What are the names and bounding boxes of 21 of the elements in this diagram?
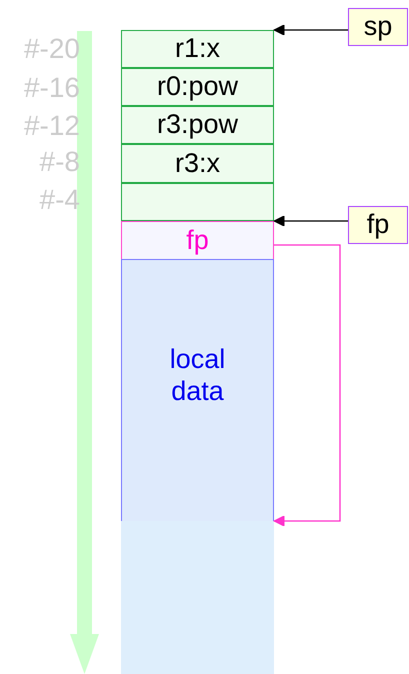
stack-slot xyxy=(121,144,274,183)
local-data-region xyxy=(121,259,274,522)
arrow xyxy=(274,216,348,226)
pointer-box xyxy=(348,206,408,244)
arrow xyxy=(274,244,341,526)
slot-label: r0:pow xyxy=(156,71,238,103)
stack-region xyxy=(121,521,274,674)
slot-label: sp xyxy=(364,11,392,43)
slot-label: fp xyxy=(186,224,209,256)
slot-label: fp xyxy=(366,209,390,241)
slot-label: r3:pow xyxy=(156,109,238,141)
stack-slot xyxy=(121,221,274,260)
stack-slot xyxy=(121,68,274,106)
pointer-box xyxy=(348,8,408,46)
slot-label: r1:x xyxy=(174,33,220,65)
slot-label: r3:x xyxy=(174,148,220,180)
slot-label: local data xyxy=(168,344,226,407)
stack-slot xyxy=(121,106,274,144)
stack-slot xyxy=(121,183,274,221)
arrow xyxy=(274,24,348,36)
stack-slot xyxy=(121,30,274,68)
